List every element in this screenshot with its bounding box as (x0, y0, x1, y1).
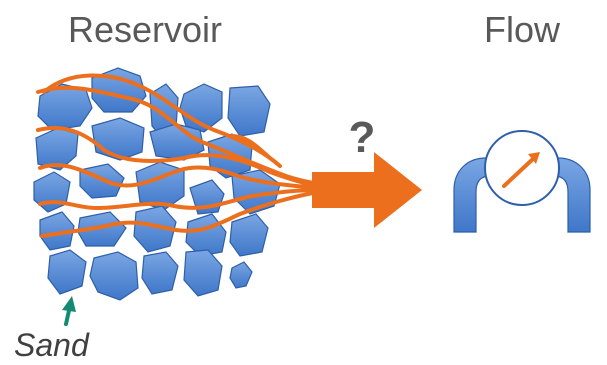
sand-grain (227, 85, 271, 137)
flow-title: Flow (484, 9, 561, 50)
sand-grain (89, 251, 139, 301)
sand-grain (33, 171, 71, 213)
flow-path (42, 73, 282, 168)
flow-meter-icon (453, 130, 591, 233)
sand-grain (37, 83, 93, 131)
sand-label: Sand (14, 327, 90, 363)
sand-grain (183, 249, 223, 297)
question-mark: ? (349, 113, 376, 162)
flow-path (38, 163, 320, 190)
sand-grains (33, 67, 281, 301)
meter-needle (502, 156, 536, 188)
sand-pointer-head (62, 296, 76, 312)
flow-paths (36, 73, 320, 238)
flow-path (36, 126, 320, 188)
up-arrow-icon (62, 296, 76, 326)
sand-grain (141, 251, 179, 295)
meter-needle-tip (528, 152, 540, 164)
sand-grain (47, 249, 87, 295)
sand-grain (229, 213, 269, 257)
sand-grain (91, 117, 145, 161)
reservoir-title: Reservoir (68, 9, 222, 50)
flow-path (230, 134, 272, 160)
flow-path (38, 188, 320, 210)
right-arrow-icon (312, 152, 422, 228)
flow-path (40, 190, 320, 238)
sand-grain (229, 261, 253, 289)
